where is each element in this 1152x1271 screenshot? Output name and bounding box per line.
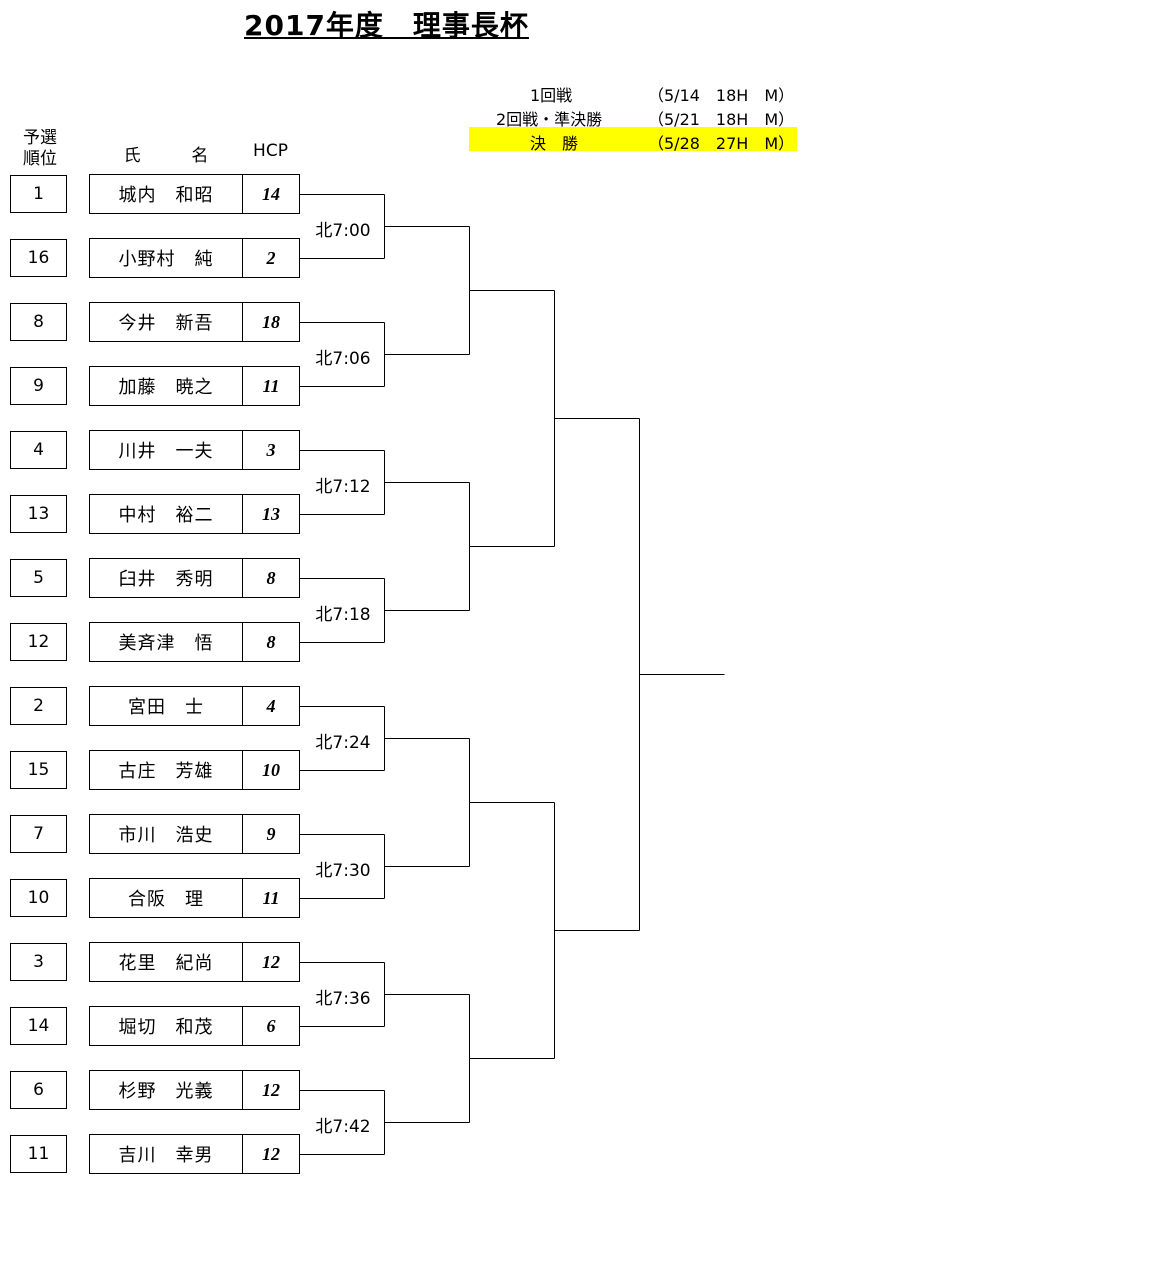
rank-header: 予選 順位 [12,128,68,170]
final-round-highlight [469,127,797,151]
seed-rank: 6 [10,1071,67,1109]
tee-time: 北7:36 [315,989,371,1009]
schedule-round-1: 1回戦 [530,86,573,105]
tee-time: 北7:42 [315,1117,371,1137]
seed-rank: 8 [10,303,67,341]
tee-time: 北7:30 [315,861,371,881]
seed-rank: 16 [10,239,67,277]
schedule-round-2: 2回戦・準決勝 [496,110,603,129]
seed-rank: 13 [10,495,67,533]
seed-rank: 11 [10,1135,67,1173]
tee-time: 北7:18 [315,605,371,625]
seed-rank: 5 [10,559,67,597]
seed-rank: 12 [10,623,67,661]
name-header: 氏 名 [90,141,242,166]
seed-rank: 9 [10,367,67,405]
seed-rank: 1 [10,175,67,213]
schedule-round-final: 決 勝 [530,134,579,153]
tee-time: 北7:24 [315,733,371,753]
seed-rank: 4 [10,431,67,469]
seed-rank: 14 [10,1007,67,1045]
page-title: 2017年度 理事長杯 [244,9,529,42]
rank-header-line2: 順位 [23,149,57,169]
schedule-info-final: （5/28 27H M） [648,134,795,153]
schedule-info-2: （5/21 18H M） [648,110,795,129]
name-header-a: 氏 [123,146,141,166]
seed-rank: 2 [10,687,67,725]
seed-rank: 7 [10,815,67,853]
hcp-header: HCP [253,141,288,161]
seed-rank: 15 [10,751,67,789]
tee-time: 北7:00 [315,221,371,241]
tee-time: 北7:12 [315,477,371,497]
seed-rank: 10 [10,879,67,917]
name-header-b: 名 [191,146,209,166]
rank-header-line1: 予選 [23,128,57,148]
seed-rank: 3 [10,943,67,981]
schedule-info-1: （5/14 18H M） [648,86,795,105]
tee-time: 北7:06 [315,349,371,369]
